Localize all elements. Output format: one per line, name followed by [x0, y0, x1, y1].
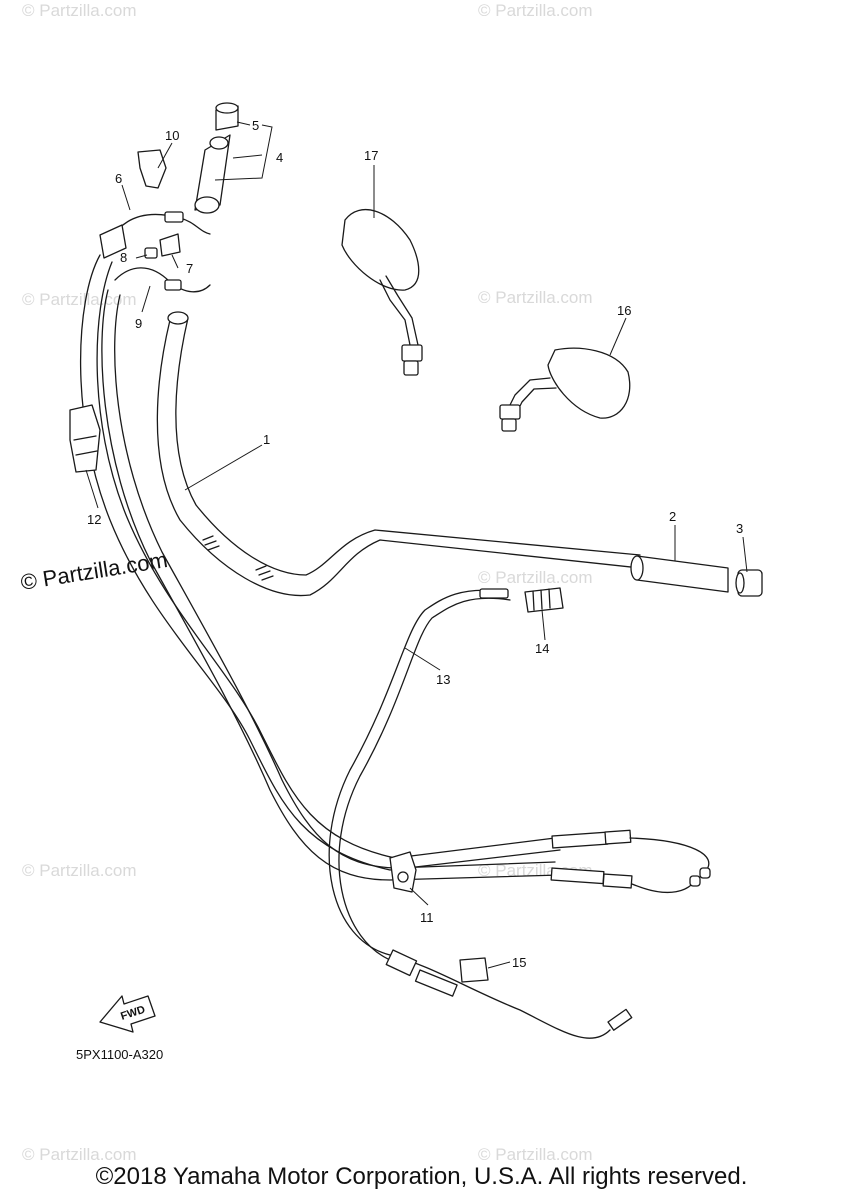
- cable-holder-part-10: [137, 149, 167, 189]
- callout-7: 7: [186, 261, 193, 276]
- watermark: © Partzilla.com: [22, 1, 137, 20]
- switch-cable-part-6: [99, 211, 211, 259]
- callout-15: 15: [512, 955, 526, 970]
- callout-5: 5: [252, 118, 259, 133]
- callout-14: 14: [535, 641, 549, 656]
- switch-cable-part-9: [114, 267, 211, 293]
- diagram-code: 5PX1100-A320: [76, 1047, 163, 1062]
- callout-10: 10: [165, 128, 179, 143]
- watermark: © Partzilla.com: [478, 288, 593, 307]
- callout-16: 16: [617, 303, 631, 318]
- watermark: © Partzilla.com: [478, 568, 593, 587]
- callout-3: 3: [736, 521, 743, 536]
- clamp-part-15: [459, 957, 489, 983]
- callout-2: 2: [669, 509, 676, 524]
- throttle-grip-part-4: [194, 134, 231, 214]
- mirror-part-16: [499, 347, 631, 432]
- watermark-layer: © Partzilla.com © Partzilla.com © Partzi…: [19, 1, 593, 1164]
- callout-1: 1: [263, 432, 270, 447]
- callout-13: 13: [436, 672, 450, 687]
- callout-12: 12: [87, 512, 101, 527]
- callout-9: 9: [135, 316, 142, 331]
- callout-17: 17: [364, 148, 378, 163]
- bar-end-part-3: [735, 569, 763, 597]
- callout-labels: 1 2 3 4 5 6 7 8 9 10 11 12 13 14 15 16 1…: [87, 118, 743, 970]
- watermark: © Partzilla.com: [22, 861, 137, 880]
- callout-6: 6: [115, 171, 122, 186]
- grip-part-2: [630, 555, 729, 593]
- callout-4: 4: [276, 150, 283, 165]
- forward-direction-arrow: FWD: [99, 995, 156, 1033]
- screw-part-8: [144, 247, 158, 259]
- watermark: © Partzilla.com: [22, 1145, 137, 1164]
- leader-lines: [85, 121, 748, 969]
- plate-part-7: [159, 233, 181, 257]
- cable-guide-part-12: [69, 404, 101, 473]
- watermark: © Partzilla.com: [22, 290, 137, 309]
- mirror-part-17: [341, 209, 423, 376]
- watermark: © Partzilla.com: [478, 1, 593, 20]
- watermark: © Partzilla.com: [478, 1145, 593, 1164]
- handlebar-part-1: [156, 311, 641, 597]
- copyright-notice: ©2018 Yamaha Motor Corporation, U.S.A. A…: [95, 1163, 748, 1190]
- callout-11: 11: [420, 910, 434, 925]
- clutch-cable-part-13: [328, 588, 633, 1039]
- boot-part-14: [524, 587, 564, 613]
- cable-clamp-part-11: [389, 851, 417, 893]
- collar-part-5: [215, 102, 239, 131]
- callout-8: 8: [120, 250, 127, 265]
- throttle-cables: [79, 254, 711, 893]
